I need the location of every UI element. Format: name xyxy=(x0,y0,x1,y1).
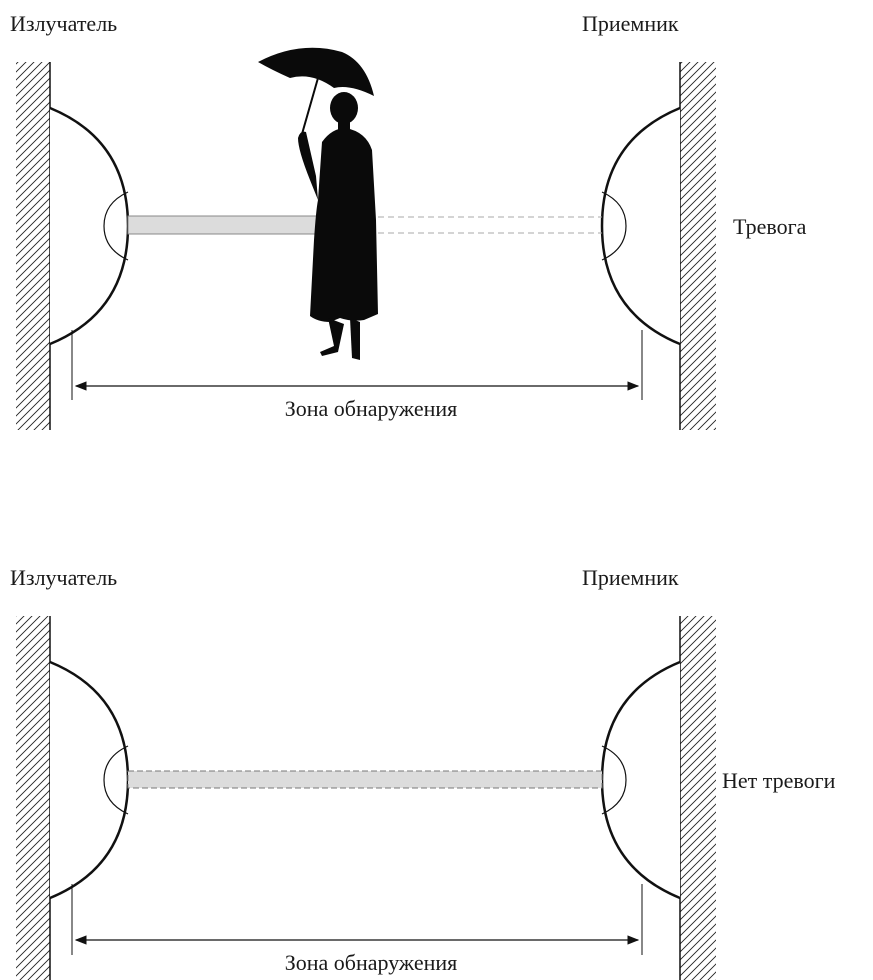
emitter-label: Излучатель xyxy=(10,565,117,590)
panel-no-alarm: Излучатель Приемник Нет тревоги Зона обн… xyxy=(10,565,836,980)
emitter-lens xyxy=(103,745,129,815)
receiver-label: Приемник xyxy=(582,11,679,36)
zone-label: Зона обнаружения xyxy=(285,950,458,975)
receiver-lens xyxy=(601,745,627,815)
receiver-housing xyxy=(600,660,681,900)
receiver-lens xyxy=(601,191,627,261)
receiver-housing xyxy=(600,106,681,346)
emitter-lens xyxy=(103,191,129,261)
emitter-housing xyxy=(49,106,130,346)
right-wall xyxy=(680,616,716,980)
right-wall xyxy=(680,62,716,430)
status-label-no-alarm: Нет тревоги xyxy=(722,768,836,793)
emitter-label: Излучатель xyxy=(10,11,117,36)
receiver-label: Приемник xyxy=(582,565,679,590)
person-with-umbrella-silhouette xyxy=(258,47,378,360)
left-wall xyxy=(16,616,50,980)
left-wall xyxy=(16,62,50,430)
panel-alarm: Излучатель Приемник Тревога xyxy=(10,11,807,430)
zone-label: Зона обнаружения xyxy=(285,396,458,421)
beam-active xyxy=(127,770,603,789)
status-label-alarm: Тревога xyxy=(733,214,807,239)
emitter-housing xyxy=(49,660,130,900)
beam-active xyxy=(127,215,319,235)
